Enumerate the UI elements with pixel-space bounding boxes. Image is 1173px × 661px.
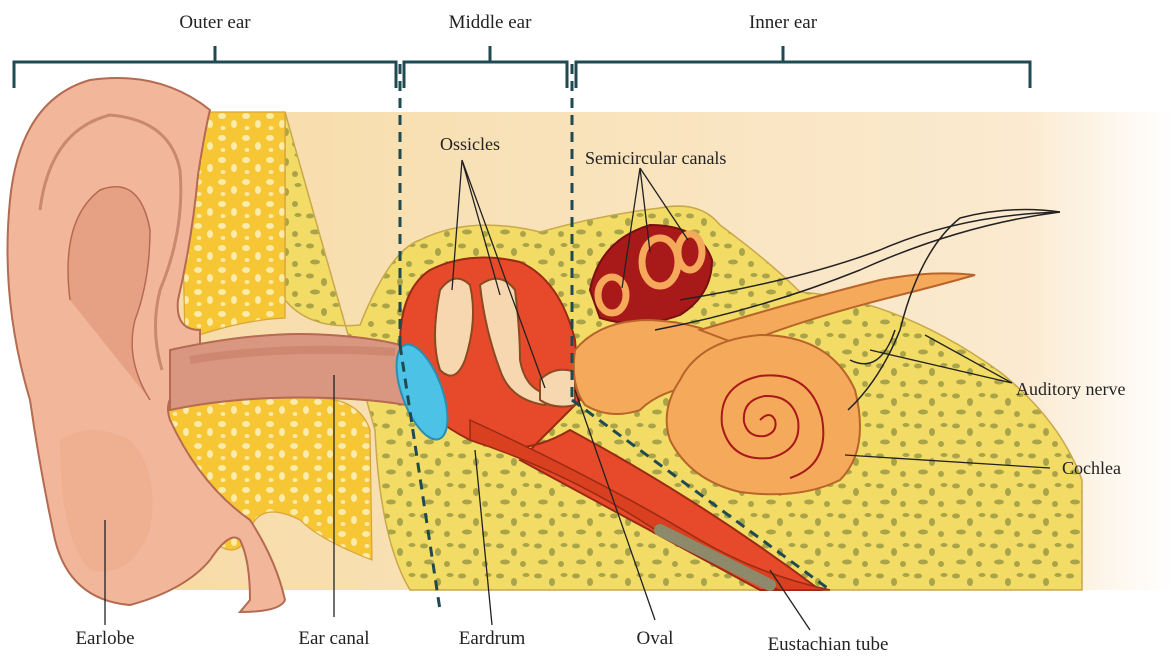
outer-ear-bracket (14, 46, 396, 88)
label-auditory-nerve: Auditory nerve (1016, 379, 1125, 399)
label-eardrum: Eardrum (459, 628, 526, 649)
label-oval: Oval (637, 628, 674, 649)
heading-outer-ear: Outer ear (179, 12, 251, 33)
ossicle-stapes (540, 370, 575, 407)
label-ossicles: Ossicles (440, 134, 500, 154)
label-ear-canal: Ear canal (298, 628, 369, 649)
label-earlobe: Earlobe (75, 628, 134, 649)
label-eustachian-tube: Eustachian tube (768, 634, 889, 655)
cochlea-shell (667, 335, 860, 494)
heading-inner-ear: Inner ear (749, 12, 818, 33)
heading-middle-ear: Middle ear (449, 12, 533, 33)
inner-ear-bracket (576, 46, 1030, 88)
label-cochlea: Cochlea (1062, 458, 1121, 478)
section-brackets (14, 46, 1030, 88)
label-semicircular-canals: Semicircular canals (585, 148, 726, 168)
middle-ear-bracket (404, 46, 567, 88)
